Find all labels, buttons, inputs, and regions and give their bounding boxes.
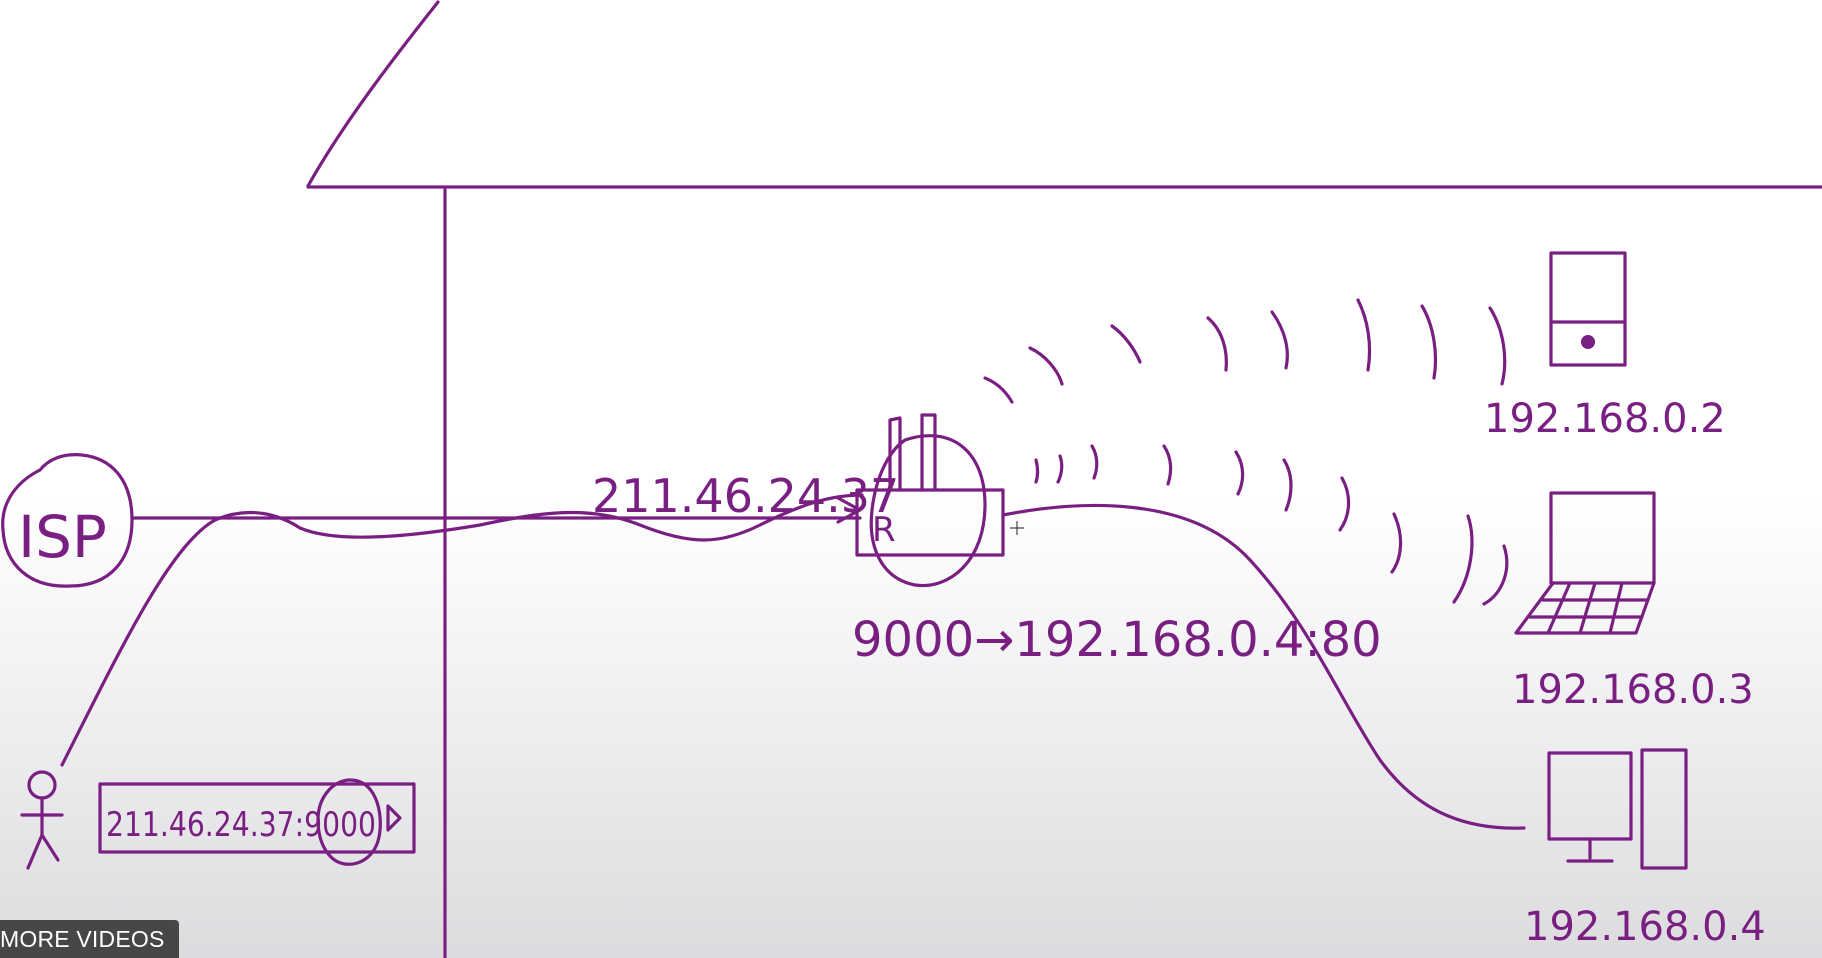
laptop-screen bbox=[1549, 491, 1656, 585]
laptop-icon bbox=[1514, 491, 1656, 635]
cursor-crosshair-icon bbox=[1010, 521, 1024, 535]
wifi-signal-server bbox=[983, 298, 1507, 404]
isp-circle bbox=[1, 453, 134, 588]
router-circle bbox=[869, 434, 987, 588]
more-videos-button[interactable]: MORE VIDEOS bbox=[0, 920, 179, 958]
router-icon: R bbox=[855, 413, 1005, 588]
port-highlight-circle bbox=[316, 778, 382, 866]
house-outline bbox=[306, 0, 1822, 958]
router-antenna-2 bbox=[920, 413, 937, 492]
public-ip-label: 211.46.24.37 bbox=[592, 469, 899, 523]
desktop-tower bbox=[1640, 748, 1688, 870]
desktop-icon bbox=[1547, 748, 1688, 870]
person-icon bbox=[20, 770, 64, 870]
router-label: R bbox=[872, 510, 896, 550]
desktop-monitor bbox=[1547, 751, 1633, 841]
server-icon bbox=[1549, 251, 1627, 367]
wifi-signal-laptop bbox=[1034, 444, 1509, 606]
desktop-ip-label: 192.168.0.4 bbox=[1524, 904, 1766, 950]
isp-label: ISP bbox=[18, 503, 107, 571]
laptop-ip-label: 192.168.0.3 bbox=[1512, 667, 1754, 713]
router-body bbox=[855, 488, 1005, 557]
isp-node: ISP bbox=[1, 453, 134, 588]
server-body bbox=[1549, 251, 1627, 367]
browser-address-box bbox=[98, 782, 416, 854]
browser-address-bar: 211.46.24.37:9000 bbox=[98, 778, 416, 866]
laptop-keyboard bbox=[1514, 581, 1656, 635]
request-path-line bbox=[60, 493, 864, 767]
server-ip-label: 192.168.0.2 bbox=[1484, 396, 1726, 442]
go-arrow-icon bbox=[386, 804, 402, 832]
port-forward-rule: 9000→192.168.0.4:80 bbox=[852, 612, 1382, 668]
browser-address-text: 211.46.24.37:9000 bbox=[106, 805, 376, 845]
public-ip-arrow-head bbox=[836, 496, 862, 524]
router-desktop-cable bbox=[1001, 503, 1526, 830]
house-roof-slope bbox=[306, 0, 440, 188]
